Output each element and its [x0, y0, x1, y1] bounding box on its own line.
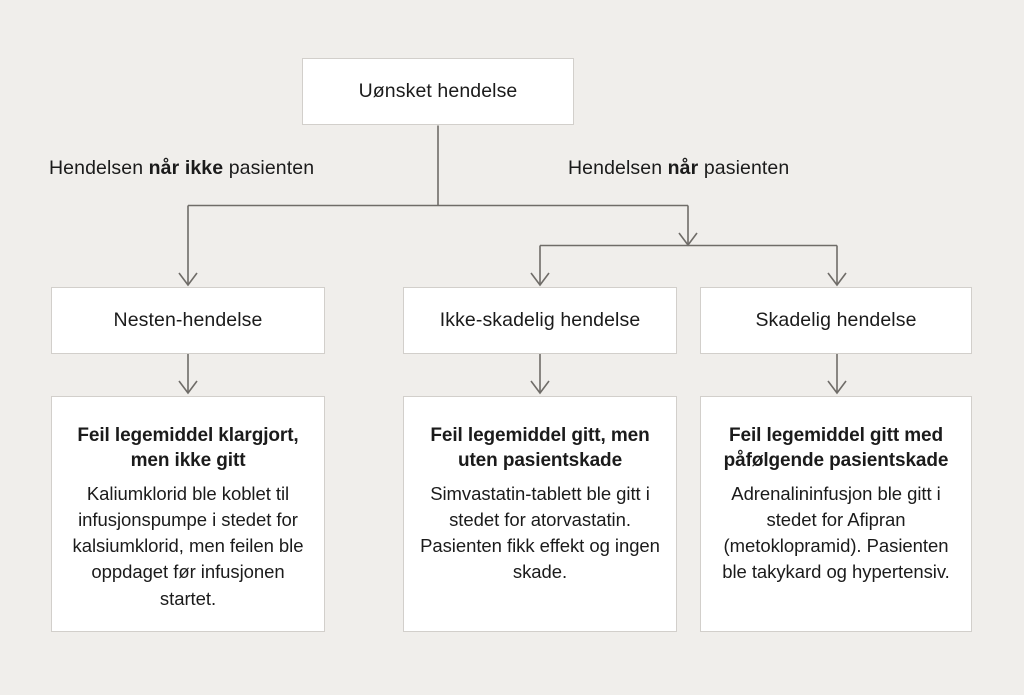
- node-example-no-harm-body: Simvastatin-tablett ble gitt i stedet fo…: [420, 482, 660, 583]
- node-example-harmful: Feil legemiddel gitt med påfølgende pasi…: [700, 396, 972, 632]
- node-example-near-miss-heading: Feil legemiddel klargjort, men ikke gitt: [77, 425, 299, 472]
- branch-label-right: Hendelsen når pasienten: [568, 157, 789, 180]
- arrowhead-leaf1: [178, 380, 198, 395]
- node-category-no-harm-label: Ikke-skadelig hendelse: [439, 308, 641, 331]
- node-category-harmful-label: Skadelig hendelse: [755, 308, 917, 331]
- node-category-no-harm: Ikke-skadelig hendelse: [403, 287, 677, 354]
- arrowhead-left-branch: [178, 272, 198, 287]
- branch-label-right-suffix: pasienten: [698, 157, 790, 179]
- branch-label-right-bold: når: [667, 157, 699, 179]
- branch-label-left: Hendelsen når ikke pasienten: [49, 157, 314, 180]
- node-category-harmful: Skadelig hendelse: [700, 287, 972, 354]
- node-example-no-harm: Feil legemiddel gitt, men uten pasientsk…: [403, 396, 677, 632]
- node-example-no-harm-heading: Feil legemiddel gitt, men uten pasientsk…: [430, 425, 650, 472]
- branch-label-left-bold: når ikke: [148, 157, 224, 179]
- node-example-near-miss: Feil legemiddel klargjort, men ikke gitt…: [51, 396, 325, 632]
- node-example-harmful-body: Adrenalininfusjon ble gitt i stedet for …: [722, 482, 950, 583]
- arrowhead-mid2: [530, 272, 550, 287]
- branch-label-right-prefix: Hendelsen: [568, 157, 668, 179]
- node-category-near-miss-label: Nesten-hendelse: [113, 308, 263, 331]
- node-example-harmful-heading: Feil legemiddel gitt med påfølgende pasi…: [723, 425, 949, 472]
- arrowhead-leaf2: [530, 380, 550, 395]
- node-root-event: Uønsket hendelse: [302, 58, 574, 125]
- arrowhead-right-branch: [678, 232, 698, 247]
- branch-label-left-suffix: pasienten: [223, 157, 315, 179]
- node-category-near-miss: Nesten-hendelse: [51, 287, 325, 354]
- arrowhead-mid3: [827, 272, 847, 287]
- arrowhead-leaf3: [827, 380, 847, 395]
- branch-label-left-prefix: Hendelsen: [49, 157, 149, 179]
- node-example-near-miss-body: Kaliumklorid ble koblet til infusjonspum…: [72, 482, 304, 609]
- node-root-label: Uønsket hendelse: [358, 79, 518, 102]
